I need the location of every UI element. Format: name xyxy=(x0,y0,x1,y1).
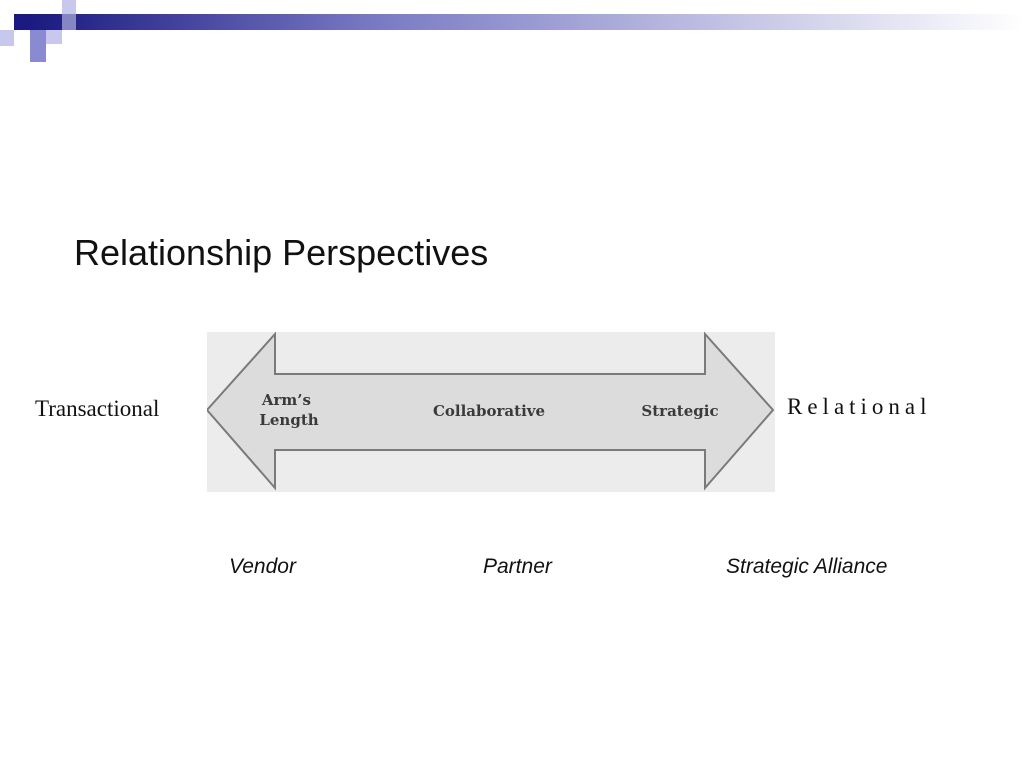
stage-arms-length-line-1: Arm’s xyxy=(261,391,311,409)
vendor-label: Vendor xyxy=(229,555,296,578)
stage-strategic: Strategic xyxy=(641,402,718,420)
square-mid xyxy=(30,30,46,46)
gradient-bar xyxy=(30,14,1024,30)
square-light xyxy=(62,14,76,30)
stage-strategic-line-1: Strategic xyxy=(641,402,718,420)
stage-collaborative-line-1: Collaborative xyxy=(433,402,545,420)
relationship-arrow-diagram: Arm’s Length Collaborative Strategic xyxy=(207,332,775,492)
square-mid xyxy=(30,46,46,62)
square-dark xyxy=(14,14,30,30)
strategic-alliance-label: Strategic Alliance xyxy=(726,555,888,578)
slide-title: Relationship Perspectives xyxy=(74,232,489,273)
stage-arms-length-line-2: Length xyxy=(259,411,318,429)
square-light xyxy=(0,30,14,46)
partner-label: Partner xyxy=(483,555,552,578)
stage-arms-length: Arm’s Length xyxy=(259,391,318,429)
transactional-label: Transactional xyxy=(35,396,160,421)
title-bar-decoration xyxy=(0,0,1024,62)
square-light xyxy=(62,0,76,14)
double-headed-arrow xyxy=(207,332,775,491)
relational-label: Relational xyxy=(787,394,932,419)
stage-collaborative: Collaborative xyxy=(433,402,545,420)
square-light xyxy=(46,30,62,44)
